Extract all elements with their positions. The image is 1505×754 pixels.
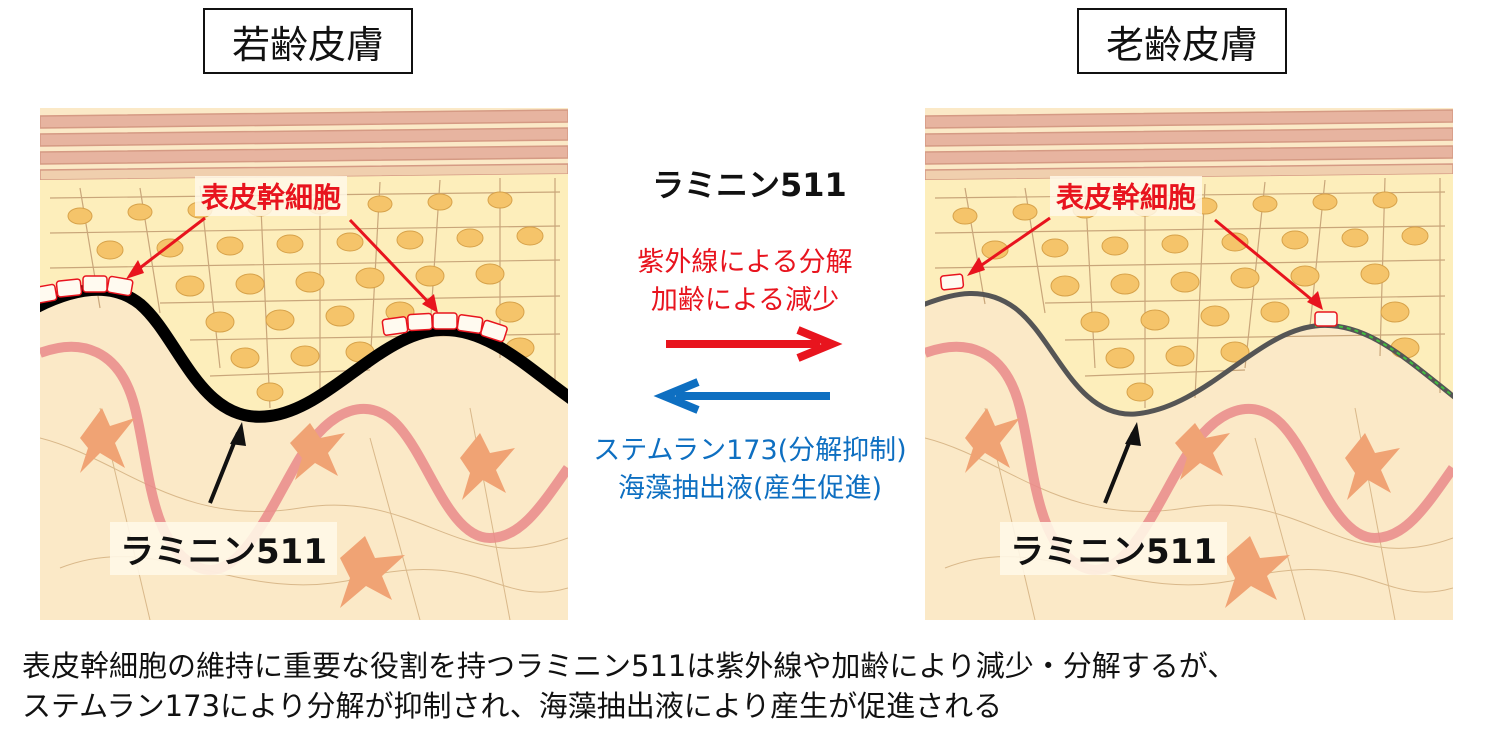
caption: 表皮幹細胞の維持に重要な役割を持つラミニン511は紫外線や加齢により減少・分解す… xyxy=(22,646,1492,726)
laminin-arrow xyxy=(208,432,240,504)
young-skin-title: 若齢皮膚 xyxy=(203,8,413,74)
caption-line-2: ステムラン173により分解が抑制され、海藻抽出液により産生が促進される xyxy=(22,689,1003,723)
horny-layer xyxy=(40,109,568,181)
aged-laminin-label: ラミニン511 xyxy=(1000,522,1227,575)
protect-arrow-icon xyxy=(653,378,830,414)
young-stem-cell-label: 表皮幹細胞 xyxy=(195,176,348,216)
laminin-arrow xyxy=(1103,432,1135,504)
center-laminin-title: ラミニン511 xyxy=(652,166,847,204)
fibroblast-cells xyxy=(965,408,1400,608)
epidermal-cells xyxy=(952,191,1429,402)
degrade-text-2: 加齢による減少 xyxy=(650,285,840,316)
young-laminin-label: ラミニン511 xyxy=(110,522,337,575)
capillary xyxy=(40,341,568,575)
stem-cell-arrows xyxy=(131,216,434,308)
stem-cell-arrows xyxy=(972,216,1318,306)
fibroblast-cells xyxy=(80,408,515,608)
protect-text-1: ステムラン173(分解抑制) xyxy=(593,435,907,466)
protect-text-2: 海藻抽出液(産生促進) xyxy=(617,473,883,504)
degrade-arrow-icon xyxy=(666,326,843,362)
aged-skin-title: 老齢皮膚 xyxy=(1077,8,1287,74)
aged-stem-cell-label: 表皮幹細胞 xyxy=(1050,176,1203,216)
stem-cells-left-cluster xyxy=(40,275,134,305)
stem-cells-right-cluster xyxy=(381,312,508,343)
degrade-text-1: 紫外線による分解 xyxy=(637,247,853,278)
caption-line-1: 表皮幹細胞の維持に重要な役割を持つラミニン511は紫外線や加齢により減少・分解す… xyxy=(22,649,1237,683)
horny-layer xyxy=(925,109,1453,181)
cell-network xyxy=(934,177,1446,408)
epidermis xyxy=(925,174,1453,415)
capillary xyxy=(925,341,1453,575)
stem-cells-sparse xyxy=(939,273,1338,327)
